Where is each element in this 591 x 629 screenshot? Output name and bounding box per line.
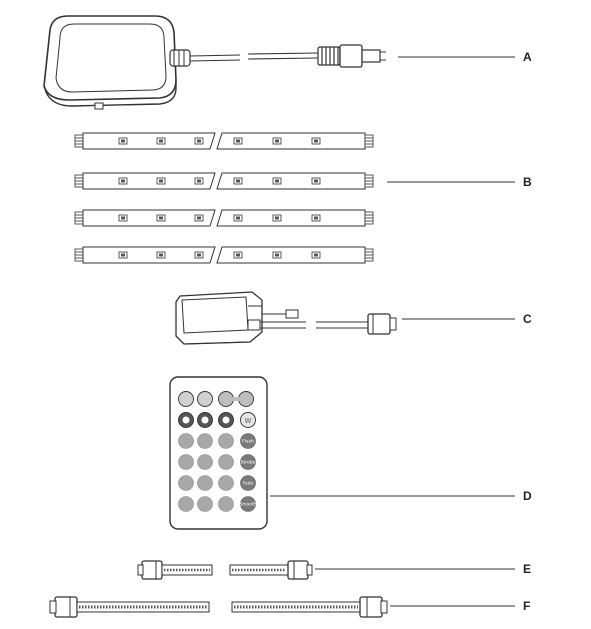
callout-b: B	[523, 175, 532, 189]
led-strip-1	[74, 132, 374, 150]
controller-box	[175, 291, 397, 345]
led-strip-3	[74, 209, 374, 227]
strobe-button-label: Strobe	[241, 460, 256, 466]
callout-f: F	[523, 599, 531, 613]
led-strip-2	[74, 172, 374, 190]
callout-a: A	[523, 50, 532, 64]
connector-cable-short	[137, 560, 313, 580]
white-button-label: W	[245, 417, 252, 425]
led-strips	[74, 132, 374, 264]
remote-control: W Flash Strobe Fade Smooth	[169, 376, 268, 530]
fade-button-label: Fade	[243, 481, 254, 487]
flash-button-label: Flash	[242, 439, 254, 445]
power-adapter	[43, 15, 386, 110]
callout-e: E	[523, 562, 532, 576]
callout-d: D	[523, 489, 532, 503]
led-strip-4	[74, 246, 374, 264]
extension-cable-long	[49, 596, 388, 618]
smooth-button-label: Smooth	[239, 502, 257, 508]
leader-lines	[270, 56, 515, 607]
callout-c: C	[523, 312, 532, 326]
